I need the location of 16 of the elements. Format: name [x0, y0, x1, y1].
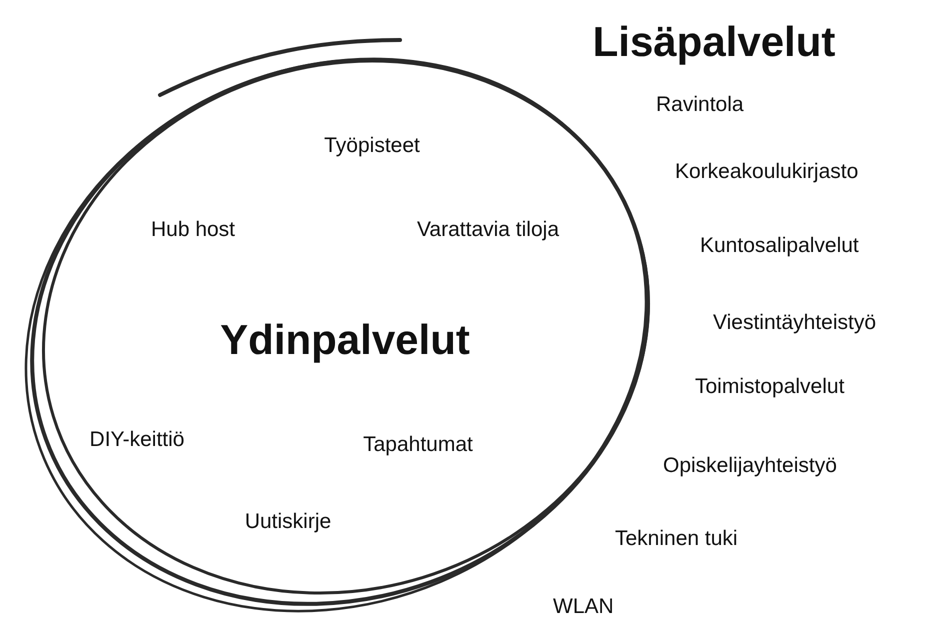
service-label: Toimistopalvelut	[695, 375, 844, 399]
service-label: Varattavia tiloja	[416, 218, 560, 242]
service-label: Tekninen tuki	[615, 527, 738, 551]
service-label: Kuntosalipalvelut	[700, 234, 859, 258]
service-label: WLAN	[553, 595, 614, 619]
service-label: Korkeakoulukirjasto	[675, 160, 858, 184]
center-heading: Ydinpalvelut	[220, 316, 470, 364]
service-label: Ravintola	[656, 93, 744, 117]
service-label: Hub host	[150, 218, 236, 242]
service-label: Viestintäyhteistyö	[713, 311, 876, 335]
service-label: Opiskelijayhteistyö	[663, 454, 837, 478]
service-label: Tapahtumat	[363, 433, 473, 457]
service-label: Uutiskirje	[244, 510, 332, 534]
service-label: DIY-keittiö	[90, 428, 184, 452]
section-heading: Lisäpalvelut	[592, 18, 836, 66]
service-label: Työpisteet	[324, 134, 420, 158]
